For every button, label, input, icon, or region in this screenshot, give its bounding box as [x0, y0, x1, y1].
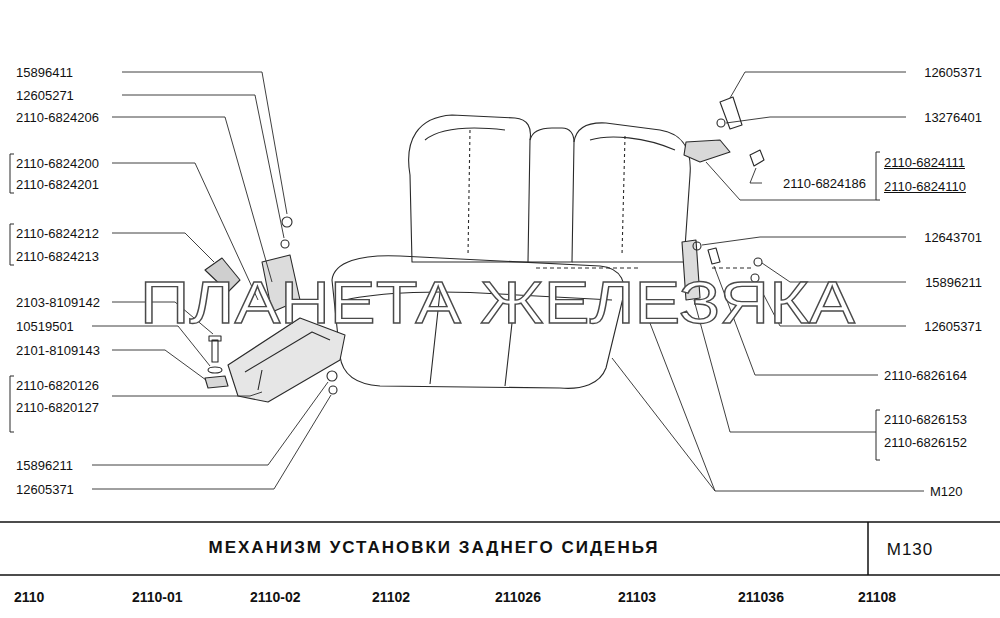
part-number: 15896411 [16, 65, 73, 80]
watermark: ПЛАНЕТА ЖЕЛЕЗЯКА [140, 271, 855, 335]
plate-part [205, 376, 228, 388]
leader-line [648, 318, 715, 491]
part-number: 13276401 [924, 110, 982, 125]
part-number: 2110-6826153 [884, 412, 967, 427]
leader-line [726, 117, 906, 123]
frame-line [867, 522, 869, 575]
washer-part [717, 119, 725, 127]
part-number: 10519501 [16, 319, 74, 334]
leader-line [112, 233, 214, 262]
part-number: 2103-8109142 [16, 295, 100, 310]
leader-line [112, 117, 272, 282]
part-number: 2101-8109143 [16, 343, 100, 358]
nut-part [282, 217, 292, 227]
part-number: 2110-6824206 [16, 110, 99, 125]
part-number: 12605371 [16, 482, 74, 497]
part-number: 15896211 [16, 458, 73, 473]
part-number: 2110-6824186 [783, 176, 866, 191]
group-bracket [10, 224, 14, 265]
part-number: 2110-6824212 [16, 226, 99, 241]
part-number: 2110-6820126 [16, 378, 99, 393]
part-number: 2110-6826164 [884, 368, 967, 383]
axis-line [712, 267, 752, 268]
part-number: 2110-6824111 [884, 155, 965, 170]
part-number: 12605271 [16, 88, 74, 103]
model-code: 21102 [372, 590, 410, 605]
leader-line [612, 358, 924, 491]
bracket-part [245, 332, 330, 390]
leader-line [112, 392, 262, 396]
part-number: 2110-6820127 [16, 400, 99, 415]
model-code: 211036 [738, 590, 784, 605]
group-bracket [876, 152, 880, 200]
washer-part [693, 242, 701, 250]
leader-line [92, 382, 328, 465]
frame-line [0, 521, 1000, 523]
model-code: 21108 [858, 590, 896, 605]
leader-line [750, 168, 762, 183]
group-bracket [10, 376, 14, 432]
nut-part [329, 386, 337, 394]
leader-line [706, 162, 876, 200]
washer-part [208, 367, 222, 373]
frame-line [0, 574, 1000, 576]
washer-part [754, 258, 762, 266]
part-number: 12605371 [924, 319, 982, 334]
part-number: 2110-6824213 [16, 249, 99, 264]
part-number: 2110-6824110 [884, 179, 966, 194]
leader-line [122, 95, 284, 238]
seat-back-center [528, 128, 574, 262]
bolt-part [209, 336, 221, 362]
part-number: 2110-6826152 [884, 435, 967, 450]
leader-line [730, 72, 906, 98]
figure-ref: М120 [930, 484, 963, 499]
bolt-part [720, 97, 742, 129]
leader-line [92, 395, 331, 489]
part-number: 2110-6824201 [16, 177, 99, 192]
part-number: 15896211 [925, 275, 982, 290]
figure-title: МЕХАНИЗМ УСТАНОВКИ ЗАДНЕГО СИДЕНЬЯ [0, 538, 868, 558]
model-code: 2110-02 [250, 590, 301, 605]
part-number: 12605371 [924, 65, 982, 80]
seat-back-seam [425, 128, 675, 150]
model-code: 211026 [495, 590, 541, 605]
leader-line [122, 72, 287, 214]
leader-line [702, 237, 906, 245]
part-number: 2110-6824200 [16, 156, 99, 171]
seat-back-seam [468, 130, 625, 255]
figure-code: М130 [887, 542, 934, 557]
group-bracket [876, 410, 880, 460]
seat-back-right [572, 123, 690, 262]
group-bracket [10, 154, 14, 193]
washer-part [281, 240, 289, 248]
leader-line [112, 350, 206, 380]
seat-cushion-seam [536, 267, 640, 268]
model-code: 2110 [14, 590, 44, 605]
model-code: 21103 [618, 590, 656, 605]
part-number: 12643701 [924, 230, 982, 245]
washer-part [327, 371, 337, 381]
model-code: 2110-01 [132, 590, 183, 605]
bolt-part [708, 248, 720, 264]
hinge-part [684, 140, 730, 162]
clip-part [750, 150, 764, 166]
